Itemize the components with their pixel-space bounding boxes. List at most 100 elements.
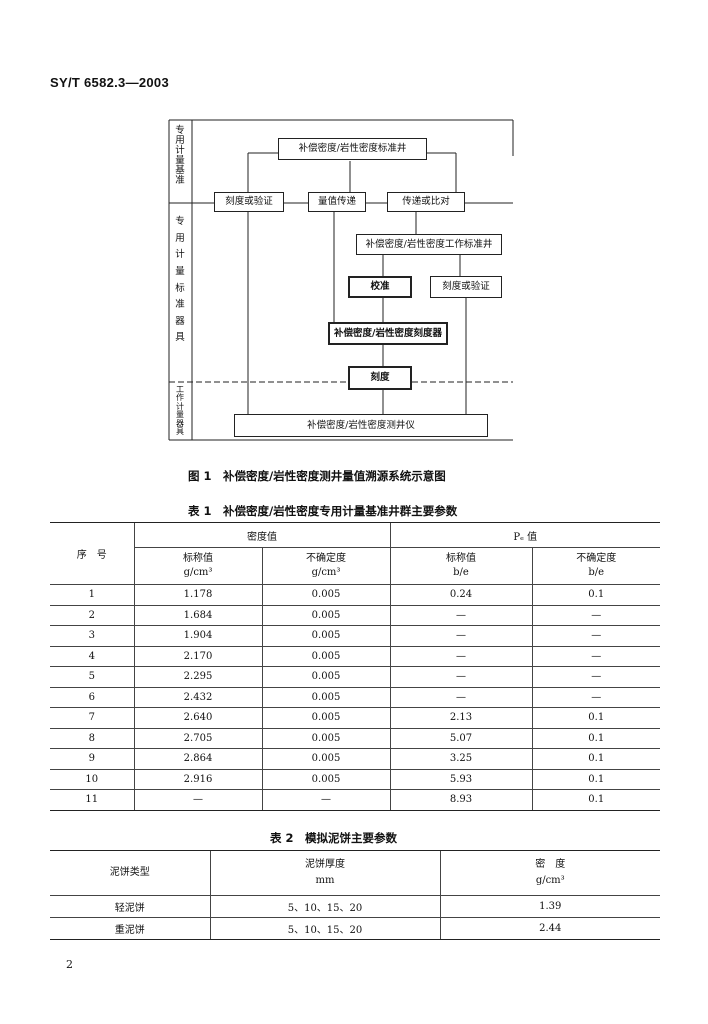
- table-cell: 2.864: [133, 748, 262, 770]
- unit-label: g/cm³: [183, 567, 213, 578]
- table-cell: —: [389, 605, 532, 626]
- pe-group-header: Pₑ 值: [389, 522, 660, 548]
- table-cell: 0.005: [261, 625, 390, 647]
- table-cell: 7: [50, 707, 134, 729]
- table-cell: 2.295: [133, 666, 262, 688]
- density-nominal-header: 标称值 g/cm³: [133, 547, 262, 585]
- thickness-header: 泥饼厚度 mm: [209, 850, 440, 896]
- unit-label: b/e: [588, 567, 605, 578]
- table-cell: 0.005: [261, 707, 390, 729]
- table-cell: 6: [50, 687, 134, 708]
- table-cell: 1.684: [133, 605, 262, 626]
- table-cell: 0.005: [261, 666, 390, 688]
- table-cell: —: [261, 789, 390, 811]
- table-cell: —: [389, 646, 532, 667]
- table-cell: 0.005: [261, 646, 390, 667]
- table2-header-row: 泥饼类型 泥饼厚度 mm 密 度 g/cm³: [50, 850, 660, 896]
- table-cell: 2.916: [133, 769, 262, 790]
- table-cell: 5、10、15、20: [209, 895, 440, 918]
- col-no-header: 序 号: [50, 522, 134, 585]
- table-cell: 0.1: [531, 769, 660, 790]
- verify-box-top: 刻度或验证: [214, 192, 284, 212]
- table-cell: 0.005: [261, 769, 390, 790]
- calibrate-box: 校准: [348, 276, 412, 298]
- table-cell: 0.1: [531, 707, 660, 729]
- unit-label: g/cm³: [311, 567, 341, 578]
- document-header: SY/T 6582.3—2003: [50, 75, 169, 90]
- table-cell: 0.005: [261, 605, 390, 626]
- table-cell: —: [389, 625, 532, 647]
- density-label: 密 度: [535, 859, 566, 870]
- table-cell: 5.07: [389, 728, 532, 749]
- table-cell: 2.44: [439, 917, 660, 940]
- pe-uncert-header: 不确定度 b/e: [531, 547, 660, 585]
- table-cell: 0.1: [531, 789, 660, 811]
- verify-box-middle: 刻度或验证: [430, 276, 502, 298]
- table-cell: 1: [50, 584, 134, 606]
- mudcake-type-header: 泥饼类型: [50, 850, 210, 896]
- uncert-label: 不确定度: [576, 553, 617, 564]
- side-label-bottom: 工作计量器具: [176, 385, 184, 436]
- side-label-top: 专用计量基准: [175, 125, 185, 186]
- table-cell: —: [389, 687, 532, 708]
- transfer-box: 量值传递: [308, 192, 366, 212]
- table-cell: 重泥饼: [50, 917, 210, 940]
- calibrator-box: 补偿密度/岩性密度刻度器: [328, 322, 448, 345]
- unit-label: mm: [315, 875, 335, 886]
- table-cell: 0.1: [531, 748, 660, 770]
- table-cell: 5、10、15、20: [209, 917, 440, 940]
- table-cell: —: [531, 625, 660, 647]
- table-cell: 轻泥饼: [50, 895, 210, 918]
- table-cell: 1.178: [133, 584, 262, 606]
- table-cell: 8: [50, 728, 134, 749]
- diagram-lines: [168, 119, 514, 441]
- table-cell: —: [531, 666, 660, 688]
- table-cell: 1.904: [133, 625, 262, 647]
- nominal-label: 标称值: [183, 553, 213, 564]
- table-cell: —: [531, 646, 660, 667]
- table-cell: 2.170: [133, 646, 262, 667]
- compare-box: 传递或比对: [387, 192, 465, 212]
- nominal-label: 标称值: [446, 553, 476, 564]
- table-cell: 5.93: [389, 769, 532, 790]
- table-cell: —: [133, 789, 262, 811]
- table-cell: 0.1: [531, 584, 660, 606]
- working-standard-box: 补偿密度/岩性密度工作标准井: [356, 234, 502, 255]
- figure-caption: 图 1 补偿密度/岩性密度测井量值溯源系统示意图: [188, 469, 446, 483]
- table-cell: 0.1: [531, 728, 660, 749]
- table-cell: —: [389, 666, 532, 688]
- logging-tool-box: 补偿密度/岩性密度测井仪: [234, 414, 488, 437]
- thickness-label: 泥饼厚度: [305, 859, 345, 870]
- scale-box: 刻度: [348, 366, 412, 390]
- density-group-header: 密度值: [133, 522, 390, 548]
- table-cell: 10: [50, 769, 134, 790]
- table-cell: 3.25: [389, 748, 532, 770]
- unit-label: g/cm³: [535, 875, 565, 886]
- page-number: 2: [66, 958, 73, 971]
- table-cell: 8.93: [389, 789, 532, 811]
- table2-title: 表 2 模拟泥饼主要参数: [270, 831, 398, 845]
- table-cell: 5: [50, 666, 134, 688]
- density-uncert-header: 不确定度 g/cm³: [261, 547, 390, 585]
- uncert-label: 不确定度: [306, 553, 346, 564]
- table1-header-row1: 序 号 密度值 Pₑ 值: [50, 522, 660, 585]
- table-cell: 0.005: [261, 584, 390, 606]
- table-cell: 9: [50, 748, 134, 770]
- table-cell: 11: [50, 789, 134, 811]
- table-cell: —: [531, 605, 660, 626]
